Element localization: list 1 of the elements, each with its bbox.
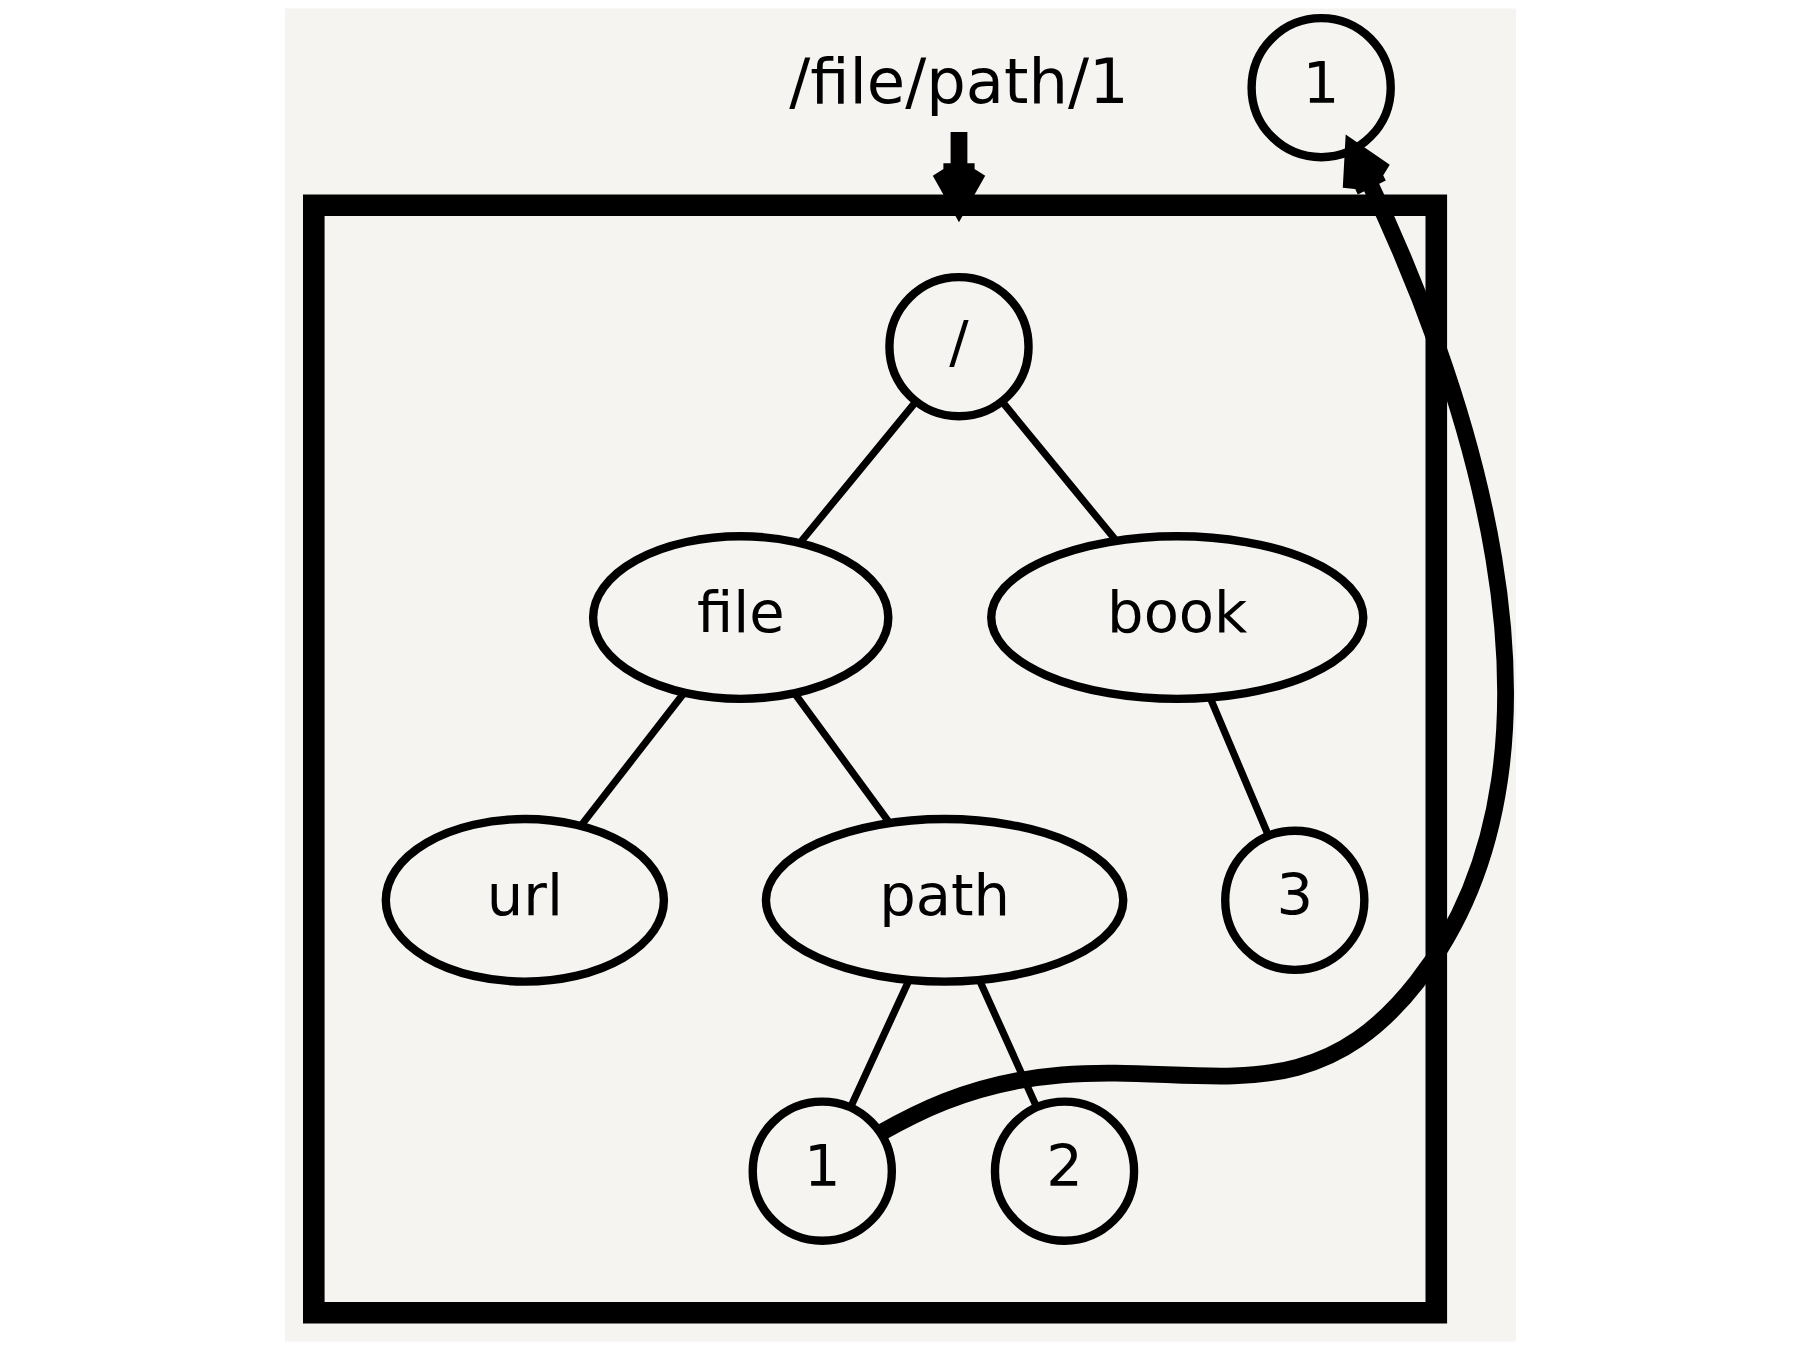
node-text: /file/path/1 xyxy=(788,44,1129,118)
